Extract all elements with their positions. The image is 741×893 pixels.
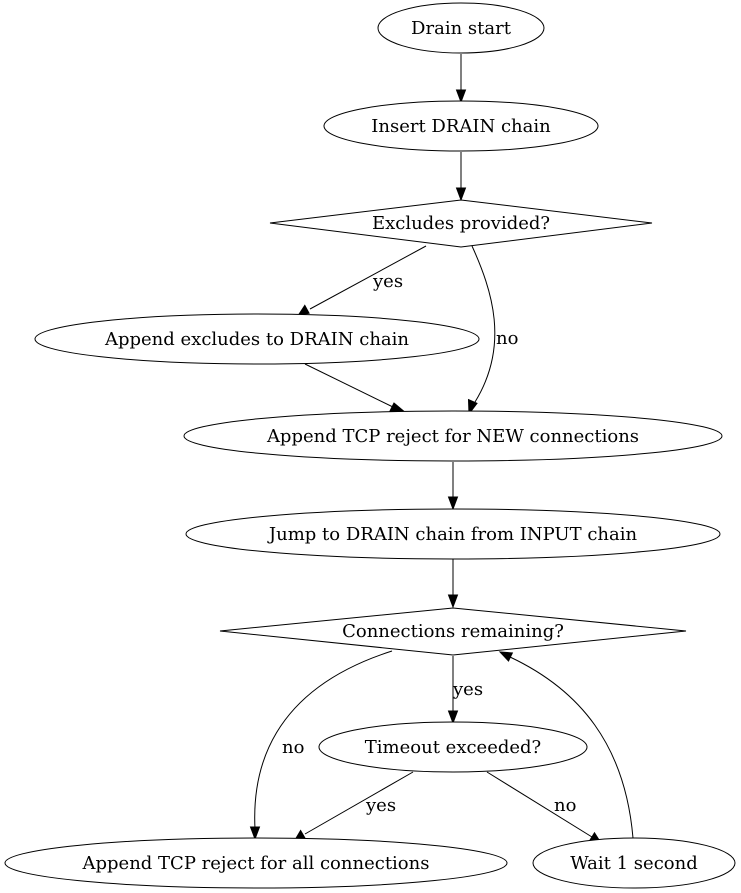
edge-label-timeout-no: no [554,795,576,816]
node-wait-1-second-label: Wait 1 second [570,853,697,874]
edge-start-insert [455,54,467,104]
decision-excludes-provided: Excludes provided? [269,199,653,248]
edge-wait-loop [498,651,634,839]
node-drain-start-label: Drain start [411,18,512,39]
node-append-excludes-label: Append excludes to DRAIN chain [104,329,409,350]
edge-label-excludes-yes: yes [372,271,403,292]
edge-label-timeout-yes: yes [365,795,396,816]
edge-excludes-yes [297,245,427,316]
edge-excludes-no [467,245,496,416]
node-jump-to-drain: Jump to DRAIN chain from INPUT chain [185,508,721,560]
edge-append-reject [304,363,408,414]
edge-label-remaining-no: no [282,737,304,758]
edge-reject-jump [447,462,459,511]
node-timeout-exceeded: Timeout exceeded? [318,721,588,773]
node-reject-all: Append TCP reject for all connections [4,837,508,889]
decision-connections-remaining-label: Connections remaining? [342,621,564,642]
node-wait-1-second: Wait 1 second [532,837,736,889]
node-jump-to-drain-label: Jump to DRAIN chain from INPUT chain [267,524,638,545]
edge-jump-remaining [447,559,459,609]
decision-excludes-provided-label: Excludes provided? [372,213,550,234]
node-insert-drain-chain-label: Insert DRAIN chain [371,116,551,137]
edge-labels: yes no yes no yes no [282,271,576,816]
edge-insert-excludes [455,152,467,202]
decision-connections-remaining: Connections remaining? [219,607,687,656]
node-drain-start: Drain start [377,2,545,54]
node-append-excludes: Append excludes to DRAIN chain [34,313,480,365]
node-insert-drain-chain: Insert DRAIN chain [323,100,599,152]
node-reject-all-label: Append TCP reject for all connections [82,853,430,874]
edge-label-remaining-yes: yes [452,679,483,700]
edges [249,54,634,844]
edge-remaining-yes [447,656,459,725]
edge-timeout-no [486,771,603,844]
edge-remaining-no [249,650,393,841]
node-timeout-exceeded-label: Timeout exceeded? [365,737,541,758]
edge-label-excludes-no: no [496,328,518,349]
node-reject-new: Append TCP reject for NEW connections [183,410,723,462]
node-reject-new-label: Append TCP reject for NEW connections [266,426,639,447]
